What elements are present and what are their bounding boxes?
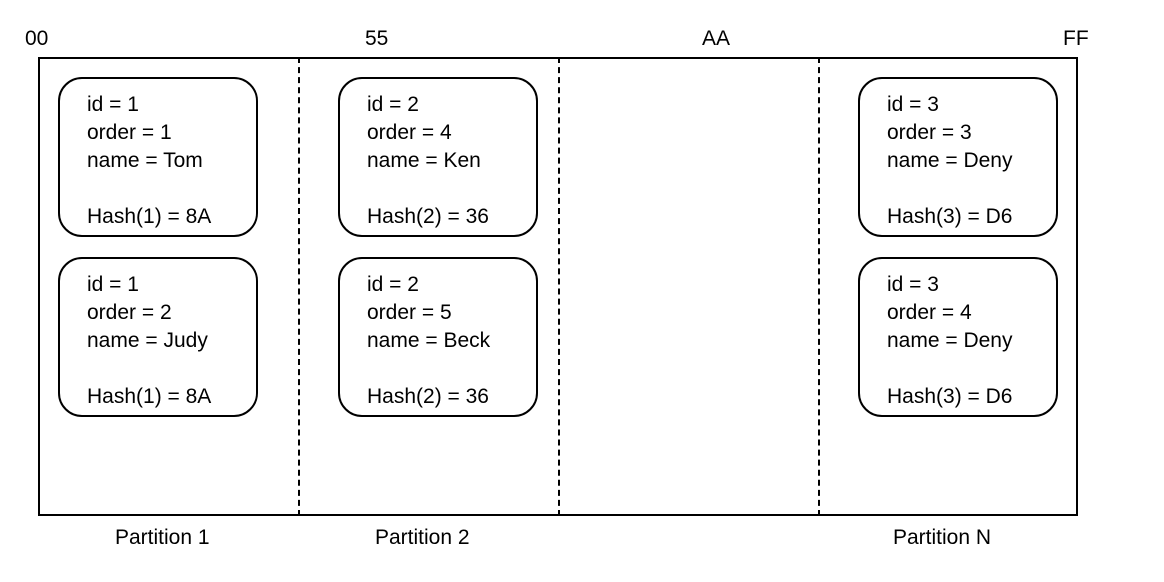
record-name: name = Deny: [887, 329, 1013, 352]
partition-divider: [818, 57, 820, 516]
record-name: name = Beck: [367, 329, 491, 352]
record-name: name = Tom: [87, 149, 203, 172]
record-card: id = 1 order = 1 name = Tom Hash(1) = 8A: [58, 77, 258, 237]
record-id: id = 3: [887, 93, 939, 116]
partition-divider: [298, 57, 300, 516]
record-hash: Hash(2) = 36: [367, 205, 489, 228]
record-order: order = 5: [367, 301, 452, 324]
partition-label-2: Partition 2: [375, 526, 470, 549]
range-label-00: 00: [25, 27, 49, 50]
record-id: id = 1: [87, 273, 139, 296]
record-id: id = 3: [887, 273, 939, 296]
record-order: order = 3: [887, 121, 972, 144]
record-order: order = 4: [887, 301, 972, 324]
record-id: id = 2: [367, 273, 419, 296]
range-label-ff: FF: [1063, 27, 1089, 50]
record-hash: Hash(1) = 8A: [87, 205, 212, 228]
record-order: order = 4: [367, 121, 452, 144]
record-card: id = 3 order = 4 name = Deny Hash(3) = D…: [858, 257, 1058, 417]
record-hash: Hash(3) = D6: [887, 205, 1013, 228]
record-order: order = 2: [87, 301, 172, 324]
record-order: order = 1: [87, 121, 172, 144]
record-card: id = 2 order = 5 name = Beck Hash(2) = 3…: [338, 257, 538, 417]
record-name: name = Ken: [367, 149, 481, 172]
partition-label-n: Partition N: [893, 526, 992, 549]
record-id: id = 1: [87, 93, 139, 116]
range-label-aa: AA: [702, 27, 731, 50]
record-card: id = 2 order = 4 name = Ken Hash(2) = 36: [338, 77, 538, 237]
record-hash: Hash(2) = 36: [367, 385, 489, 408]
partition-label-1: Partition 1: [115, 526, 210, 549]
record-id: id = 2: [367, 93, 419, 116]
record-name: name = Deny: [887, 149, 1013, 172]
range-label-55: 55: [365, 27, 389, 50]
partition-divider: [558, 57, 560, 516]
record-card: id = 1 order = 2 name = Judy Hash(1) = 8…: [58, 257, 258, 417]
record-card: id = 3 order = 3 name = Deny Hash(3) = D…: [858, 77, 1058, 237]
record-hash: Hash(1) = 8A: [87, 385, 212, 408]
record-name: name = Judy: [87, 329, 208, 352]
record-hash: Hash(3) = D6: [887, 385, 1013, 408]
